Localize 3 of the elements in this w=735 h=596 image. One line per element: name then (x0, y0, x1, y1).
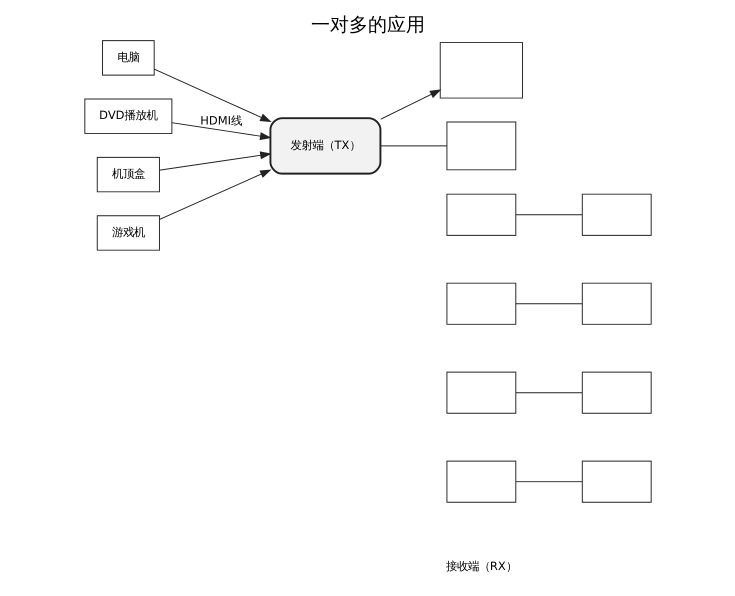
diagram-title: 一对多的应用 (310, 13, 424, 36)
label: 接收端（RX） (445, 558, 516, 573)
edge-label: HDMI线 (200, 113, 242, 128)
